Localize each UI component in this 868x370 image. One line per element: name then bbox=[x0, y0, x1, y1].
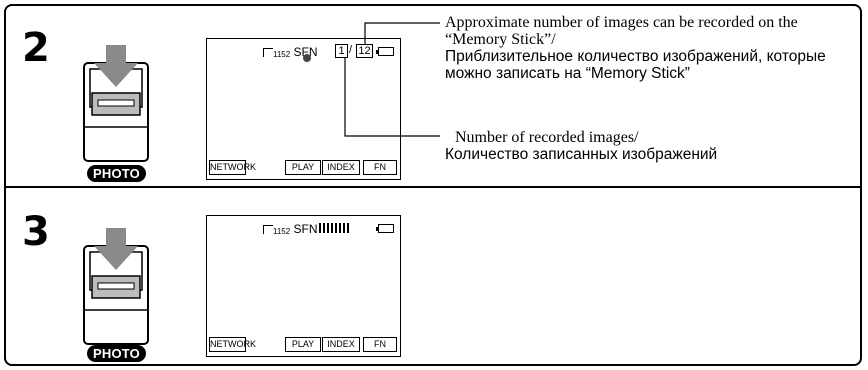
recorded-images-annotation: Number of recorded images/ Количество за… bbox=[455, 129, 855, 163]
remaining-images-annotation: Approximate number of images can be reco… bbox=[445, 14, 845, 82]
index-button[interactable]: INDEX bbox=[322, 337, 360, 352]
play-button[interactable]: PLAY bbox=[285, 337, 321, 352]
step-number: 3 bbox=[22, 212, 50, 252]
recording-progress-bars-icon bbox=[319, 223, 349, 233]
network-button[interactable]: NETWORK bbox=[209, 337, 246, 352]
image-quality-indicator: 1152 SFN bbox=[263, 222, 318, 236]
lcd-screen: 1152 SFN NETWORK PLAY INDEX FN bbox=[206, 215, 401, 357]
fn-button[interactable]: FN bbox=[363, 337, 397, 352]
photo-button-label: PHOTO bbox=[87, 345, 146, 362]
battery-icon bbox=[378, 224, 394, 233]
memory-card-icon bbox=[263, 225, 273, 234]
photo-button-press-icon bbox=[80, 228, 152, 348]
